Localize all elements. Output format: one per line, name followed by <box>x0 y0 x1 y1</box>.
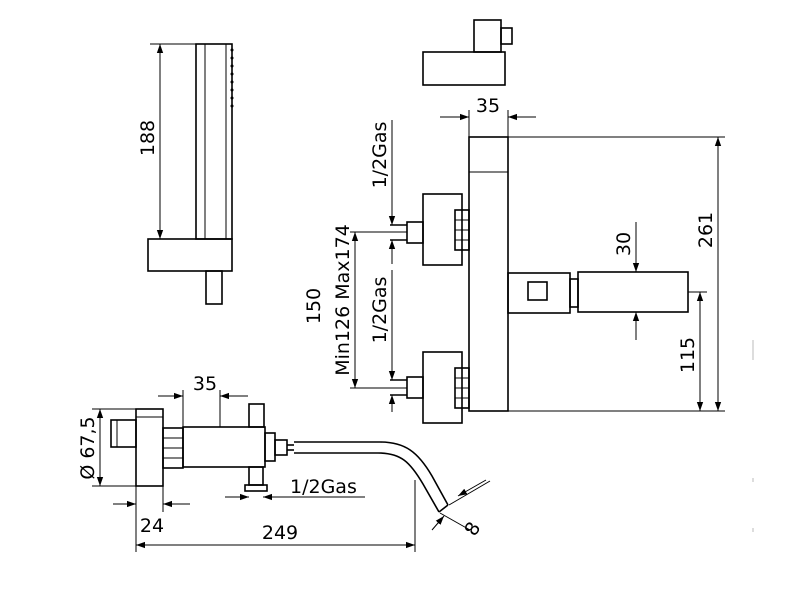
label-overall-height: 261 <box>695 212 717 248</box>
dim-spout-height: 115 <box>677 291 707 411</box>
label-top-width: 35 <box>476 95 500 117</box>
label-plan-offset: 24 <box>140 515 164 537</box>
mixer-front-view <box>390 136 689 424</box>
label-centers-range: Min126 Max174 <box>332 224 354 376</box>
nozzle-holes <box>230 48 234 108</box>
label-inlet-side: 1/2Gas <box>290 476 357 498</box>
dim-centers: Min126 Max174 150 <box>303 224 407 389</box>
hand-shower-view <box>147 43 234 305</box>
dim-inlet-side: 1/2Gas <box>225 476 365 501</box>
dim-flange-diameter: Ø 67,5 <box>77 408 136 487</box>
label-spout-diameter: 30 <box>613 232 635 256</box>
label-flange-diameter: Ø 67,5 <box>77 416 99 479</box>
label-centers-nominal: 150 <box>303 288 325 324</box>
dim-spout-diameter: 30 <box>613 222 640 340</box>
dim-plan-width: 35 <box>158 373 248 427</box>
label-plan-width: 35 <box>193 373 217 395</box>
dim-inlet-top: 1/2Gas <box>369 120 396 264</box>
label-inlet-top: 1/2Gas <box>369 122 391 189</box>
dim-plan-offset: 24 <box>113 486 190 552</box>
label-spout-height: 115 <box>677 337 699 373</box>
dim-hose-length: 249 <box>136 480 416 552</box>
dim-handshower-length: 188 <box>137 43 198 240</box>
top-detail-view <box>422 19 513 86</box>
dim-inlet-bottom: 1/2Gas <box>369 270 396 412</box>
label-inlet-bottom: 1/2Gas <box>369 277 391 344</box>
label-hose-diameter: 8 <box>460 518 485 539</box>
label-hose-length: 249 <box>262 522 298 544</box>
mixer-plan-view <box>110 403 449 513</box>
label-handshower-length: 188 <box>137 120 159 156</box>
dim-top-width: 35 <box>440 95 536 137</box>
dim-overall-height: 261 <box>508 136 725 412</box>
